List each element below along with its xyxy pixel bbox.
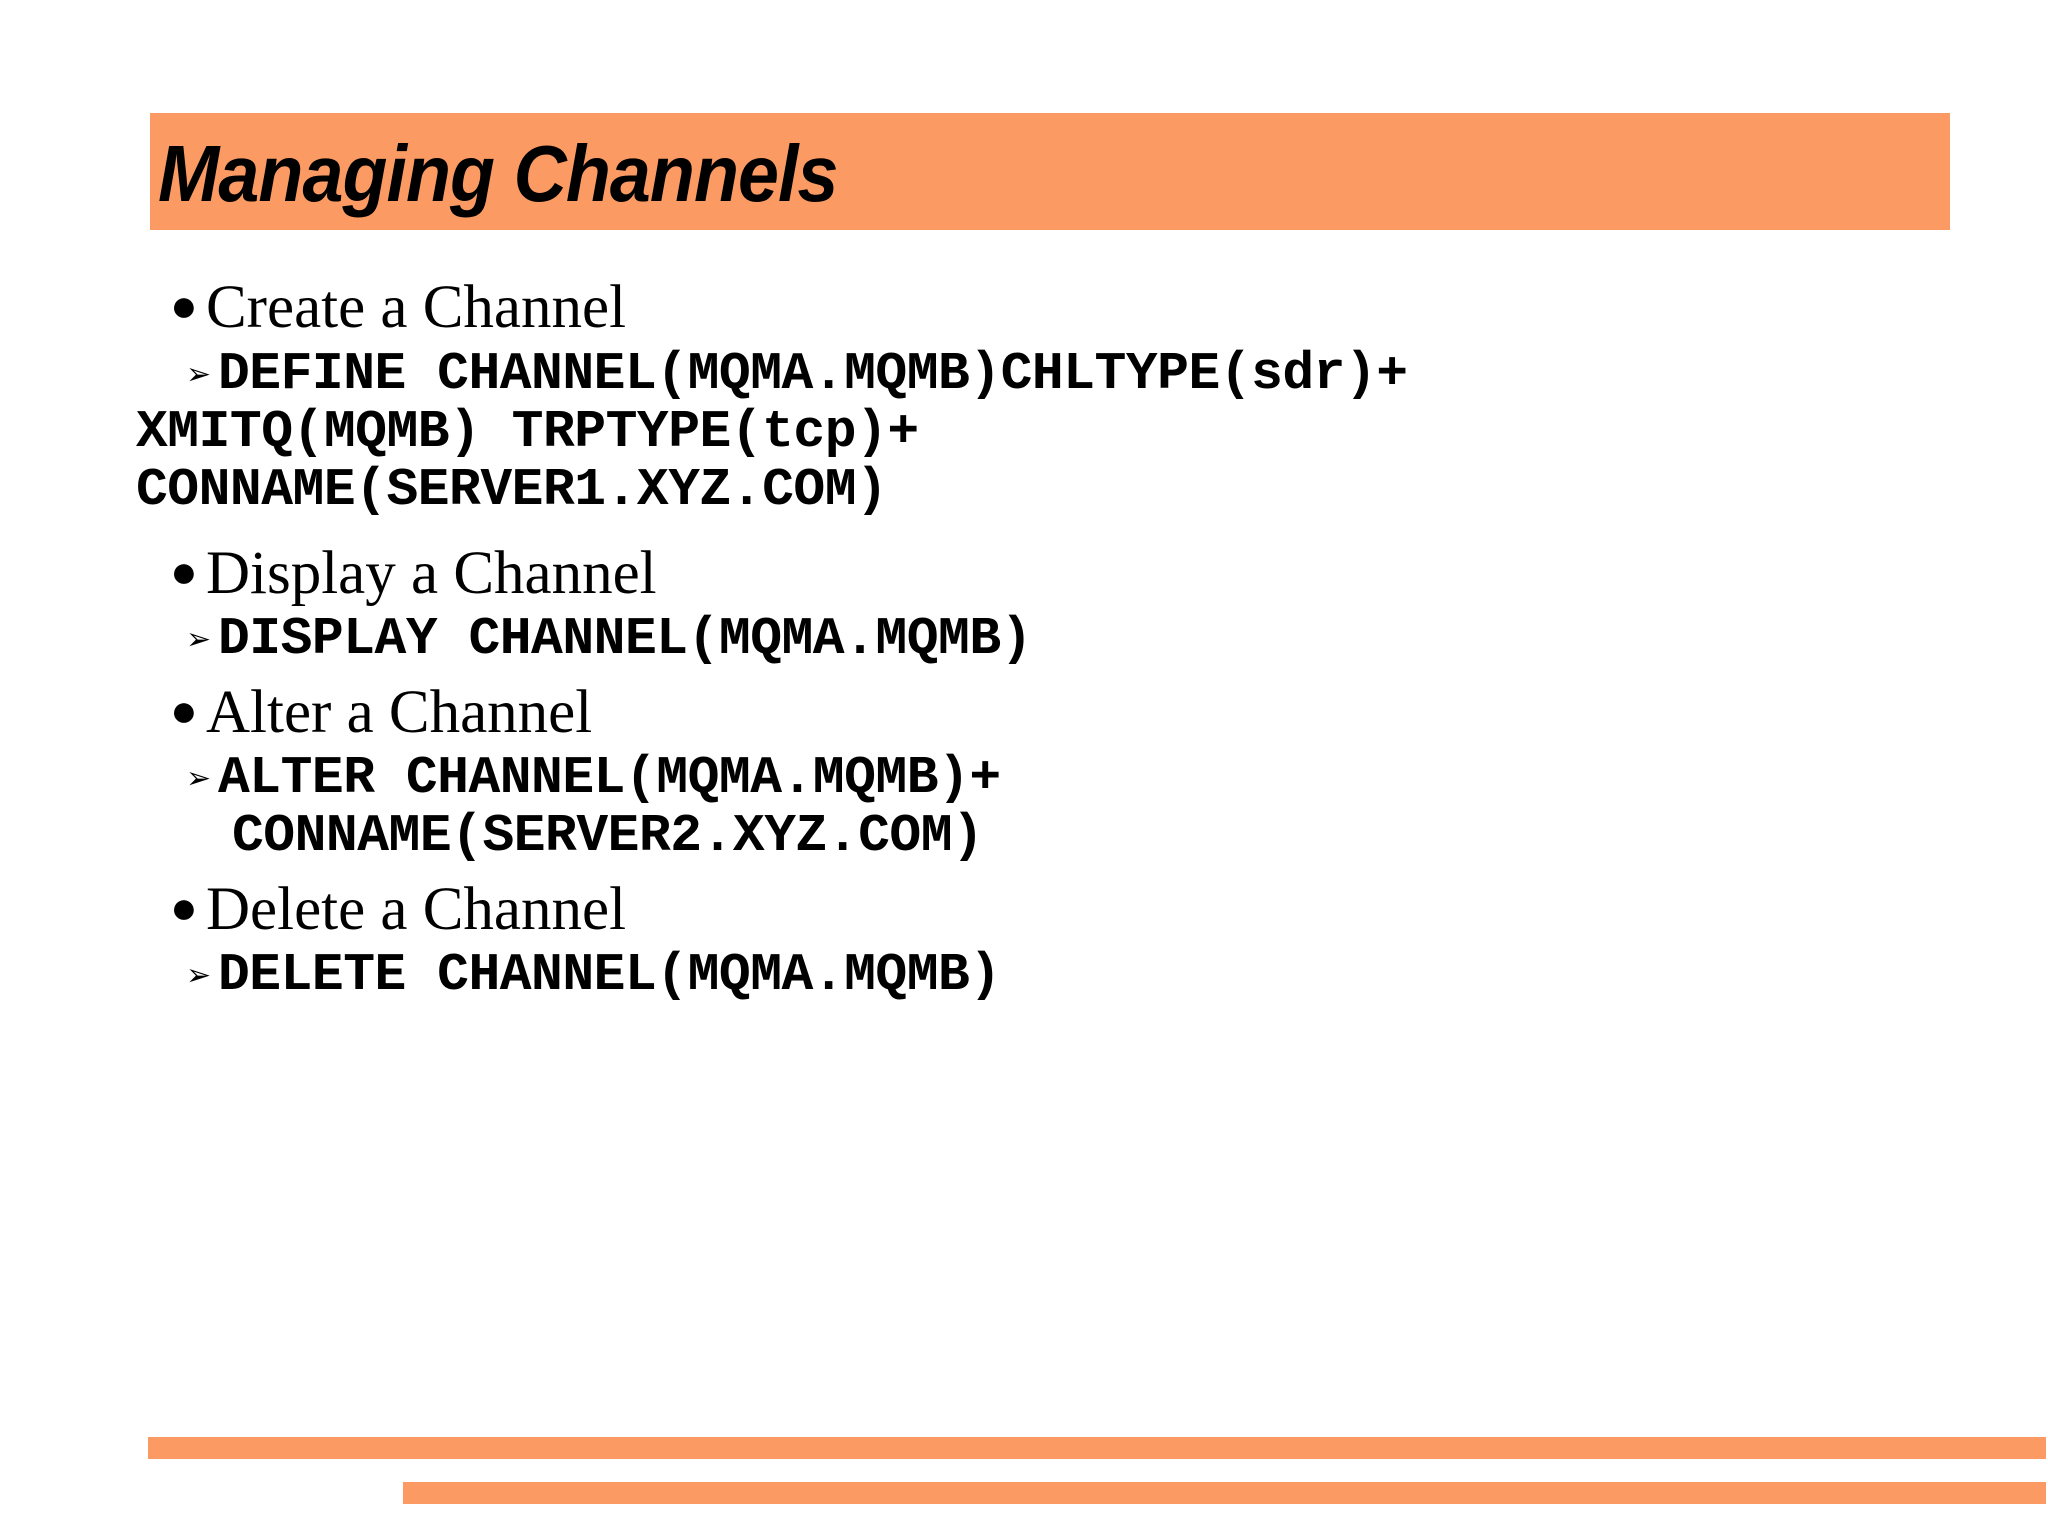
code-text: XMITQ(MQMB) TRPTYPE(tcp)+ <box>136 401 919 462</box>
arrow-bullet-icon: ➢ <box>186 622 212 658</box>
section-create-a-channel: ● Create a Channel ➢ DEFINE CHANNEL(MQMA… <box>136 274 2000 519</box>
arrow-bullet-icon: ➢ <box>186 761 212 797</box>
page-title: Managing Channels <box>158 129 838 218</box>
bullet-dot-icon: ● <box>170 280 198 331</box>
code-text: DEFINE CHANNEL(MQMA.MQMB)CHLTYPE(sdr)+ <box>218 343 1408 404</box>
code-text: DELETE CHANNEL(MQMA.MQMB) <box>218 945 1001 1006</box>
arrow-bullet-icon: ➢ <box>186 356 212 392</box>
footer-rule-top <box>148 1437 2046 1459</box>
section-delete-a-channel: ● Delete a Channel ➢ DELETE CHANNEL(MQMA… <box>170 875 2000 1006</box>
code-text: ALTER CHANNEL(MQMA.MQMB)+ <box>218 748 1001 809</box>
list-item-label: Alter a Channel <box>206 678 593 746</box>
section-alter-a-channel: ● Alter a Channel ➢ ALTER CHANNEL(MQMA.M… <box>170 678 2000 867</box>
arrow-bullet-icon: ➢ <box>186 958 212 994</box>
code-line[interactable]: ➢ DISPLAY CHANNEL(MQMA.MQMB) <box>170 609 2000 670</box>
title-banner <box>150 113 1950 230</box>
code-line[interactable]: ➢ ALTER CHANNEL(MQMA.MQMB)+ <box>170 748 2000 809</box>
code-text: DISPLAY CHANNEL(MQMA.MQMB) <box>218 609 1032 670</box>
code-text: CONNAME(SERVER2.XYZ.COM) <box>232 806 984 867</box>
list-item[interactable]: ● Alter a Channel <box>170 678 2000 746</box>
bullet-dot-icon: ● <box>170 881 198 933</box>
code-text: CONNAME(SERVER1.XYZ.COM) <box>136 460 888 521</box>
footer-rule-bottom <box>403 1482 2046 1504</box>
list-item[interactable]: ● Delete a Channel <box>170 875 2000 943</box>
list-item[interactable]: ● Create a Channel <box>170 274 2000 341</box>
list-item-label: Create a Channel <box>206 274 627 341</box>
list-item-label: Delete a Channel <box>206 875 627 943</box>
slide-body: ● Create a Channel ➢ DEFINE CHANNEL(MQMA… <box>136 274 2000 1006</box>
list-item[interactable]: ● Display a Channel <box>170 539 2000 607</box>
code-line[interactable]: ➢ DELETE CHANNEL(MQMA.MQMB) <box>170 945 2000 1006</box>
section-display-a-channel: ● Display a Channel ➢ DISPLAY CHANNEL(MQ… <box>170 539 2000 670</box>
bullet-dot-icon: ● <box>170 684 198 736</box>
bullet-dot-icon: ● <box>170 545 198 597</box>
list-item-label: Display a Channel <box>206 539 657 607</box>
code-line[interactable]: ➢ DEFINE CHANNEL(MQMA.MQMB)CHLTYPE(sdr)+ <box>170 343 2000 404</box>
